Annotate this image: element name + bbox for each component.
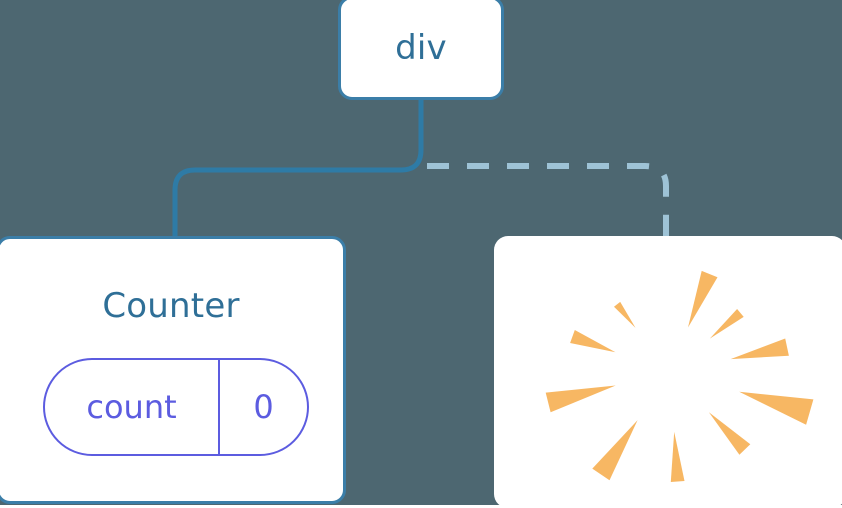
node-burst[interactable] [494,236,842,508]
burst-ray-9 [570,330,616,353]
burst-ray-6 [670,431,685,482]
node-counter[interactable]: Counter count 0 [0,236,346,504]
edge-div-to-counter [172,97,424,243]
burst-ray-3 [730,338,789,360]
burst-ray-5 [708,412,751,455]
burst-ray-2 [709,309,744,339]
node-counter-label: Counter [102,286,240,326]
burst-ray-10 [614,301,636,328]
prop-pill-count[interactable]: count 0 [43,358,309,456]
node-div-label: div [395,28,447,68]
prop-value-count: 0 [253,388,274,426]
burst-ray-7 [592,420,638,481]
burst-ray-1 [688,270,718,328]
edge-div-to-burst [427,163,669,240]
burst-ray-4 [739,391,814,425]
burst-ray-8 [545,385,616,413]
node-div[interactable]: div [338,0,504,100]
render-burst-icon [545,270,814,482]
prop-name-count: count [45,360,220,454]
